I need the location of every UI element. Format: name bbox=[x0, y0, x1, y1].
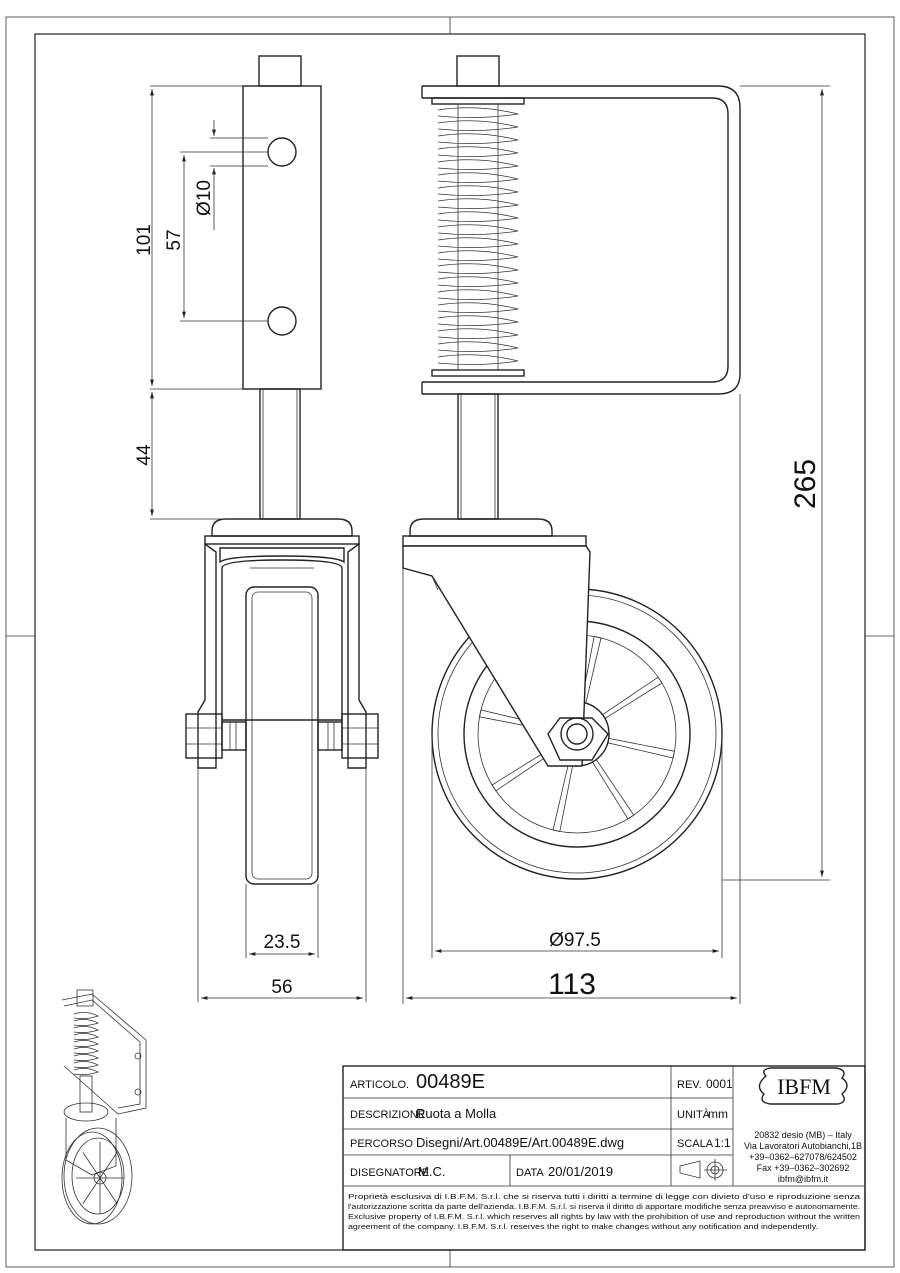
rev-value: 0001 bbox=[706, 1077, 733, 1091]
unita-value: mm bbox=[708, 1107, 728, 1121]
wheel-spoke bbox=[602, 676, 663, 720]
percorso-label: PERCORSO bbox=[350, 1138, 413, 1150]
notice-line-1: Proprietà esclusiva di I.B.F.M. S.r.l. c… bbox=[348, 1192, 861, 1201]
logo-text: IBFM bbox=[777, 1074, 831, 1099]
side-view bbox=[402, 55, 741, 880]
iso-spoke bbox=[82, 1152, 101, 1179]
percorso-value: Disegni/Art.00489E/Art.00489E.dwg bbox=[416, 1135, 624, 1150]
address-line-1: 20832 desio (MB) – Italy bbox=[754, 1130, 852, 1140]
dim-wheel-diameter: Ø97.5 bbox=[549, 930, 601, 951]
scala-label: SCALA bbox=[677, 1138, 714, 1150]
dim-44: 44 bbox=[134, 444, 155, 466]
mounting-hole-top bbox=[267, 137, 297, 167]
dim-113: 113 bbox=[548, 968, 596, 1001]
spring bbox=[437, 107, 519, 365]
dim-101: 101 bbox=[134, 224, 155, 256]
iso-spoke bbox=[99, 1152, 118, 1179]
disegnatore-value: M.C. bbox=[418, 1164, 445, 1179]
notice-line-2: l'autorizzazione scritta da parte dell'a… bbox=[348, 1202, 860, 1211]
dim-hole-diameter: Ø10 bbox=[194, 180, 215, 216]
fork-arm bbox=[402, 545, 591, 767]
ibfm-logo: IBFM bbox=[758, 1067, 848, 1105]
descrizione-label: DESCRIZIONE bbox=[350, 1109, 425, 1121]
wheel-spoke bbox=[607, 737, 675, 759]
dim-57: 57 bbox=[164, 229, 185, 250]
data-value: 20/01/2019 bbox=[548, 1164, 613, 1179]
iso-spoke bbox=[82, 1177, 101, 1204]
mounting-hole-bottom bbox=[267, 306, 297, 336]
projection-symbol-icon bbox=[679, 1159, 727, 1181]
wheel-spoke bbox=[591, 759, 635, 820]
articolo-label: ARTICOLO. bbox=[350, 1079, 409, 1091]
scala-value: 1:1 bbox=[714, 1136, 731, 1150]
descrizione-value: Ruota a Molla bbox=[416, 1106, 497, 1121]
address-line-4: Fax +39–0362–302692 bbox=[757, 1163, 850, 1173]
articolo-value: 00489E bbox=[416, 1071, 485, 1093]
title-block: ARTICOLO. 00489E REV. 0001 DESCRIZIONE R… bbox=[342, 1065, 866, 1251]
dim-56: 56 bbox=[271, 977, 292, 998]
notice-line-4: agreement of the company. I.B.F.M. S.r.l… bbox=[348, 1222, 818, 1231]
dim-23-5: 23.5 bbox=[264, 932, 301, 953]
wheel-spoke bbox=[552, 764, 574, 832]
notice-line-3: Exclusive property of I.B.F.M. S.r.l. wh… bbox=[348, 1212, 860, 1221]
wheel-side bbox=[245, 586, 319, 885]
address-line-5: ibfm@ibfm.it bbox=[778, 1174, 829, 1184]
disegnatore-label: DISEGNATORE bbox=[350, 1167, 429, 1179]
address-line-3: +39–0362–627078/624502 bbox=[749, 1152, 857, 1162]
rev-label: REV. bbox=[677, 1079, 702, 1091]
side-dimensions: 265 Ø97.5 113 bbox=[402, 85, 830, 1004]
isometric-view bbox=[61, 989, 147, 1225]
dim-265: 265 bbox=[789, 459, 822, 509]
iso-spoke bbox=[99, 1177, 118, 1204]
unita-label: UNITÀ bbox=[677, 1108, 711, 1121]
address-line-2: Via Lavoratori Autobianchi,1B bbox=[744, 1141, 862, 1151]
axle-nut bbox=[547, 717, 609, 761]
data-label: DATA bbox=[516, 1167, 544, 1179]
front-dimensions: 101 57 Ø10 44 23.5 56 bbox=[134, 85, 367, 1002]
